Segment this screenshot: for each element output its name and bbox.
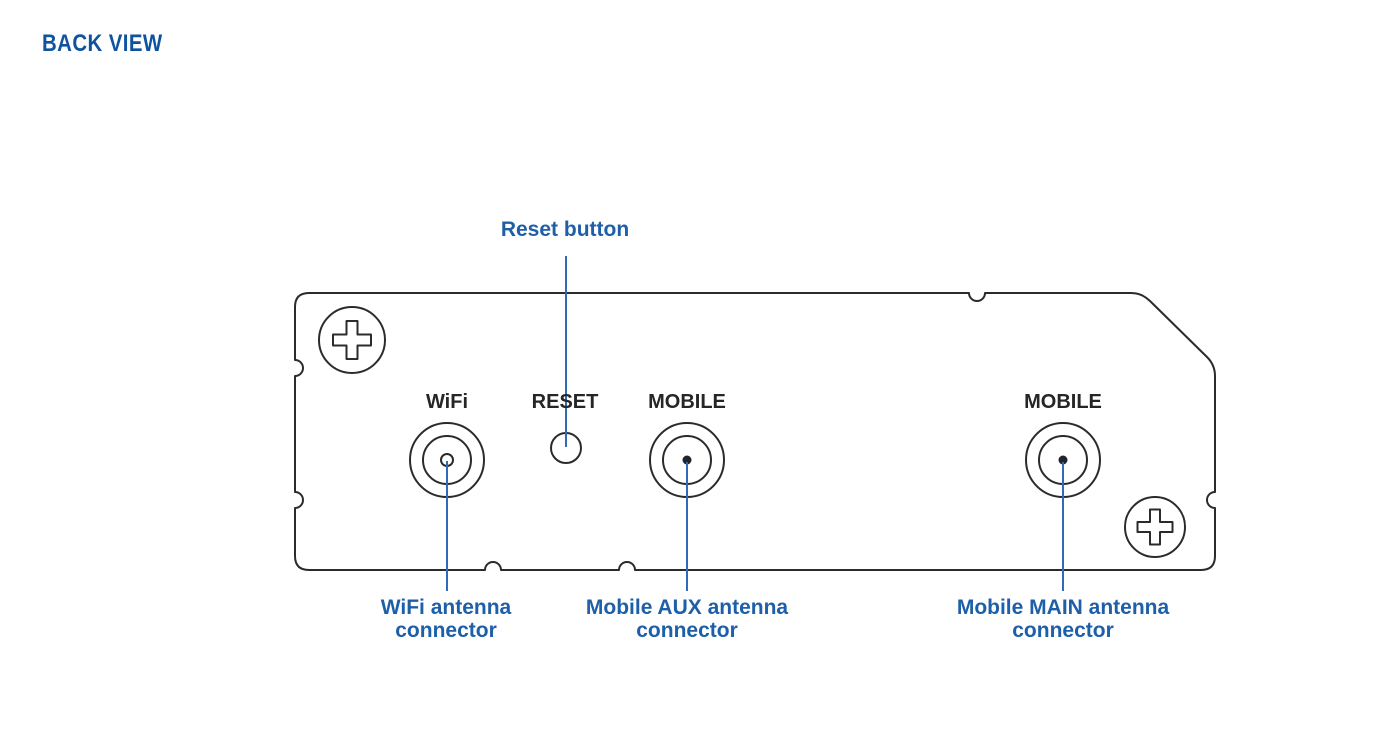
callout-wifi-antenna-connector: WiFi antenna connector bbox=[381, 596, 511, 642]
callout-mobile-main-antenna-connector: Mobile MAIN antenna connector bbox=[957, 596, 1169, 642]
callout-reset-button: Reset button bbox=[500, 218, 630, 241]
phillips-screw-icon bbox=[1124, 496, 1186, 558]
panel-label-reset: RESET bbox=[531, 391, 599, 413]
phillips-screw-icon bbox=[318, 306, 386, 374]
callout-line: WiFi antenna bbox=[380, 596, 512, 619]
callout-line: connector bbox=[395, 619, 497, 642]
callout-line: Mobile MAIN antenna bbox=[956, 596, 1170, 619]
callout-line: connector bbox=[1012, 619, 1114, 642]
panel-label-wifi: WiFi bbox=[425, 391, 469, 413]
callout-line: connector bbox=[636, 619, 738, 642]
page-title: BACK VIEW bbox=[42, 30, 163, 57]
panel-label-mobile-main: MOBILE bbox=[1024, 391, 1102, 413]
panel-label-mobile-aux: MOBILE bbox=[648, 391, 726, 413]
callout-line: Mobile AUX antenna bbox=[585, 596, 789, 619]
device-outline bbox=[294, 292, 1216, 571]
callout-mobile-aux-antenna-connector: Mobile AUX antenna connector bbox=[586, 596, 788, 642]
